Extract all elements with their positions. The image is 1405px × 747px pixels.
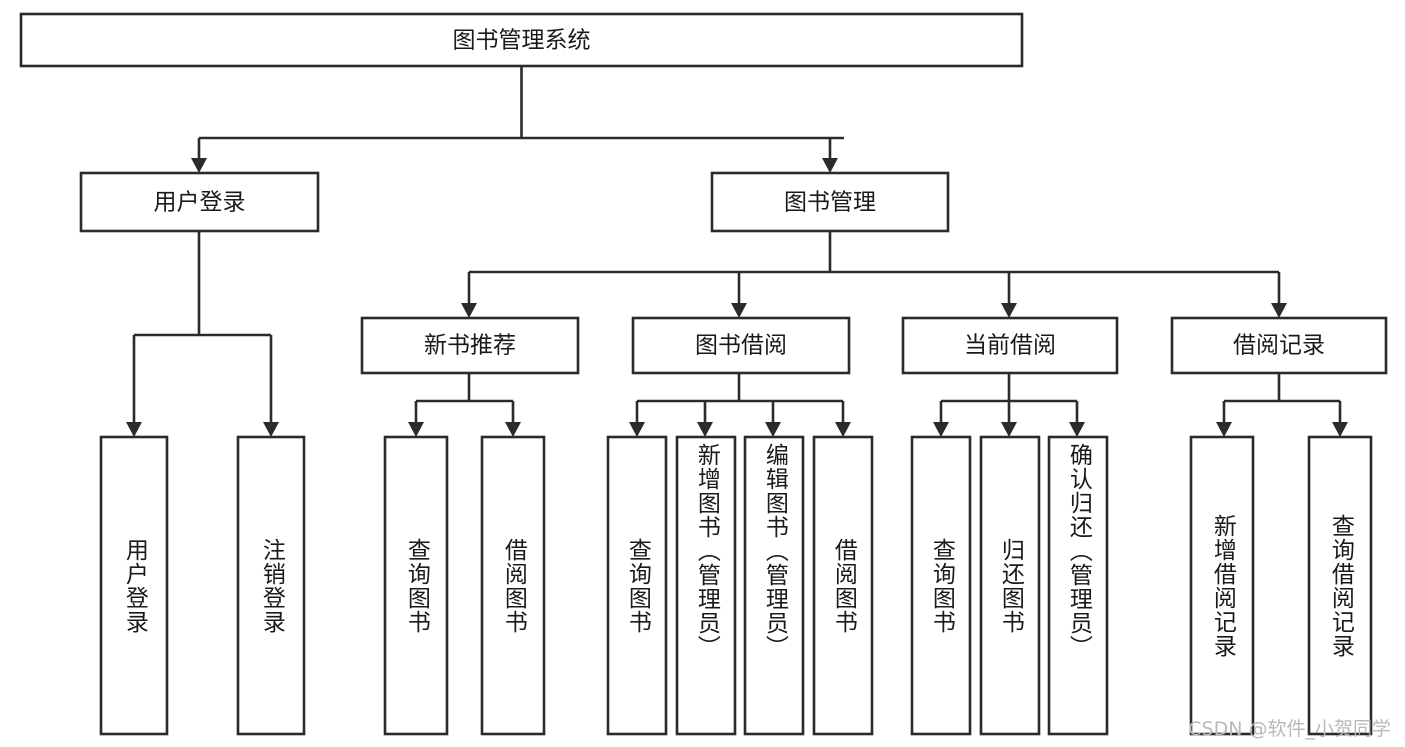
node-new-book-recommend-box[interactable] [360,316,580,375]
arrow-head-leaf-borrow-book-1 [505,422,521,437]
arrow-head-leaf-query-book-2 [629,422,645,437]
node-leaf-query-record-box[interactable] [1307,435,1373,736]
arrow-head-leaf-query-book-3 [933,422,949,437]
node-leaf-add-record-box[interactable] [1189,435,1255,736]
node-leaf-query-book-2-box[interactable] [606,435,668,736]
node-leaf-return-book-box[interactable] [979,435,1041,736]
arrow-head-book-borrow [731,303,747,318]
node-root-box[interactable] [19,12,1024,68]
node-book-borrow-box[interactable] [631,316,851,375]
node-leaf-add-book-box[interactable] [675,435,737,736]
node-book-borrow[interactable]: 图书借阅 [631,316,851,375]
node-book-manage-label: 图书管理 [784,190,876,216]
node-current-borrow[interactable]: 当前借阅 [901,316,1119,375]
arrow-head-user-login [191,158,207,173]
node-leaf-user-logout-box[interactable] [236,435,306,736]
node-new-book-recommend-label: 新书推荐 [424,333,516,359]
node-root[interactable]: 图书管理系统 [19,12,1024,68]
node-leaf-confirm-return-box[interactable] [1047,435,1109,736]
arrow-head-leaf-user-logout [263,422,279,437]
node-layer: 图书管理系统 用户登录 图书管理 新书推荐 图书借阅 [19,12,1388,736]
arrow-head-current-borrow [1001,303,1017,318]
node-current-borrow-box[interactable] [901,316,1119,375]
node-leaf-edit-book-box[interactable] [743,435,805,736]
connector-layer [126,66,1348,437]
node-user-login-label: 用户登录 [154,190,246,216]
arrow-head-leaf-borrow-book-2 [835,422,851,437]
node-user-login-box[interactable] [79,171,320,233]
node-book-manage[interactable]: 图书管理 [710,171,950,233]
node-leaf-borrow-book-1-box[interactable] [480,435,546,736]
arrow-head-leaf-add-record [1216,422,1232,437]
node-book-borrow-label: 图书借阅 [695,333,787,359]
arrow-head-leaf-edit-book [765,422,781,437]
arrow-head-leaf-confirm-return [1069,422,1085,437]
node-borrow-record[interactable]: 借阅记录 [1170,316,1388,375]
arrow-head-leaf-add-book [697,422,713,437]
node-borrow-record-label: 借阅记录 [1233,333,1325,359]
node-current-borrow-label: 当前借阅 [964,333,1056,359]
node-leaf-query-book-1-box[interactable] [383,435,449,736]
arrow-head-book-manage [822,158,838,173]
arrow-head-leaf-return-book [1001,422,1017,437]
node-user-login[interactable]: 用户登录 [79,171,320,233]
node-leaf-query-book-3-box[interactable] [910,435,972,736]
node-root-label: 图书管理系统 [453,28,591,54]
node-leaf-borrow-book-2-box[interactable] [812,435,874,736]
node-book-manage-box[interactable] [710,171,950,233]
node-borrow-record-box[interactable] [1170,316,1388,375]
arrow-head-leaf-query-book-1 [408,422,424,437]
arrow-head-borrow-record [1271,303,1287,318]
node-new-book-recommend[interactable]: 新书推荐 [360,316,580,375]
arrow-head-leaf-user-login [126,422,142,437]
arrow-head-leaf-query-record [1332,422,1348,437]
arrow-head-new-book-recommend [461,303,477,318]
node-leaf-user-login-box[interactable] [99,435,169,736]
